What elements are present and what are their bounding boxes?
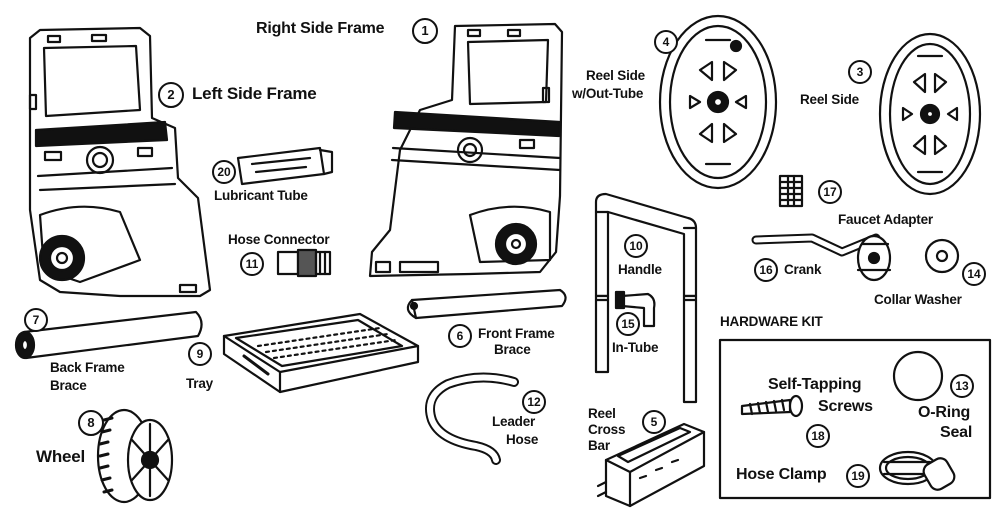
label-leader-hose-1: Leader <box>492 414 536 429</box>
callout-5: 5 <box>642 410 666 434</box>
callout-13: 13 <box>950 374 974 398</box>
collar-washer-drawing <box>924 238 960 274</box>
callout-14: 14 <box>962 262 986 286</box>
label-o-ring-seal-1: O-Ring <box>918 404 971 421</box>
callout-4: 4 <box>654 30 678 54</box>
label-hose-connector: Hose Connector <box>228 232 330 247</box>
label-front-frame-brace-2: Brace <box>494 342 531 357</box>
callout-10: 10 <box>624 234 648 258</box>
label-crank: Crank <box>784 262 822 277</box>
handle-drawing <box>594 192 698 298</box>
label-left-side-frame: Left Side Frame <box>192 84 317 103</box>
label-reel-side-out-tube-2: w/Out-Tube <box>572 86 644 101</box>
label-self-tapping-screws-2: Screws <box>818 398 873 415</box>
label-faucet-adapter: Faucet Adapter <box>838 212 933 227</box>
callout-12: 12 <box>522 390 546 414</box>
leader-hose-drawing <box>425 372 519 465</box>
callout-8: 8 <box>78 410 104 436</box>
callout-11: 11 <box>240 252 264 276</box>
callout-17: 17 <box>818 180 842 204</box>
hardware-kit-title: HARDWARE KIT <box>720 314 823 329</box>
callout-19: 19 <box>846 464 870 488</box>
label-back-frame-brace-2: Brace <box>50 378 87 393</box>
callout-18: 18 <box>806 424 830 448</box>
callout-7: 7 <box>24 308 48 332</box>
in-tube-drawing <box>594 290 698 404</box>
right-side-frame-drawing <box>368 22 564 278</box>
label-leader-hose-2: Hose <box>506 432 539 447</box>
label-lubricant-tube: Lubricant Tube <box>214 188 308 203</box>
label-wheel: Wheel <box>36 447 86 466</box>
label-reel-cross-bar-3: Bar <box>588 438 610 453</box>
label-reel-side-out-tube-1: Reel Side <box>586 68 645 83</box>
callout-6: 6 <box>448 324 472 348</box>
reel-side-out-tube-drawing <box>658 14 778 190</box>
callout-9: 9 <box>188 342 212 366</box>
callout-3: 3 <box>848 60 872 84</box>
label-hose-clamp: Hose Clamp <box>736 466 827 483</box>
wheel-drawing <box>96 408 174 504</box>
crank-drawing <box>751 233 892 282</box>
label-front-frame-brace-1: Front Frame <box>478 326 555 341</box>
label-collar-washer: Collar Washer <box>874 292 962 307</box>
o-ring-seal-drawing <box>892 350 944 402</box>
faucet-adapter-drawing <box>778 174 804 208</box>
label-in-tube: In-Tube <box>612 340 659 355</box>
label-reel-cross-bar-1: Reel <box>588 406 616 421</box>
callout-16: 16 <box>754 258 778 282</box>
label-back-frame-brace-1: Back Frame <box>50 360 125 375</box>
hose-clamp-drawing <box>878 450 956 491</box>
label-handle: Handle <box>618 262 662 277</box>
label-right-side-frame: Right Side Frame <box>256 20 385 37</box>
hose-connector-drawing <box>276 248 332 278</box>
label-tray: Tray <box>186 376 213 391</box>
callout-2: 2 <box>158 82 184 108</box>
hardware-kit-box <box>718 338 992 500</box>
left-side-frame-drawing <box>28 26 212 298</box>
reel-cross-bar-drawing <box>596 422 706 508</box>
tray-drawing <box>222 312 420 394</box>
callout-1: 1 <box>412 18 438 44</box>
front-frame-brace-drawing <box>406 288 567 320</box>
label-o-ring-seal-2: Seal <box>940 424 973 441</box>
label-self-tapping-screws-1: Self-Tapping <box>768 376 862 393</box>
back-frame-brace-drawing <box>14 310 203 360</box>
label-reel-side: Reel Side <box>800 92 859 107</box>
callout-15: 15 <box>616 312 640 336</box>
reel-side-drawing <box>878 32 982 196</box>
callout-20: 20 <box>212 160 236 184</box>
lubricant-tube-drawing <box>236 146 334 186</box>
self-tapping-screw-drawing <box>740 394 804 418</box>
label-reel-cross-bar-2: Cross <box>588 422 626 437</box>
